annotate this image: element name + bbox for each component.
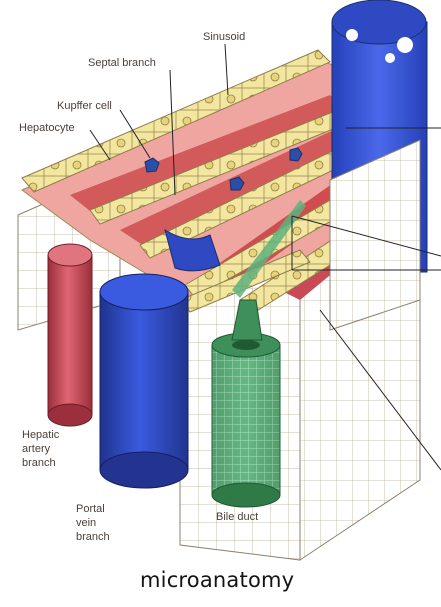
portal-vein-branch — [100, 274, 188, 488]
label-bile-duct: Bile duct — [216, 510, 258, 524]
bile-duct — [212, 333, 280, 507]
label-hepatocyte: Hepatocyte — [19, 121, 75, 135]
label-portal-vein-branch: Portal vein branch — [76, 502, 120, 544]
caption: microanatomy — [140, 568, 294, 592]
label-kupffer-cell: Kupffer cell — [57, 99, 112, 113]
hepatic-artery-branch — [48, 244, 92, 426]
label-sinusoid: Sinusoid — [203, 30, 245, 44]
label-septal-branch: Septal branch — [88, 56, 156, 70]
label-hepatic-artery-branch: Hepatic artery branch — [22, 428, 70, 470]
